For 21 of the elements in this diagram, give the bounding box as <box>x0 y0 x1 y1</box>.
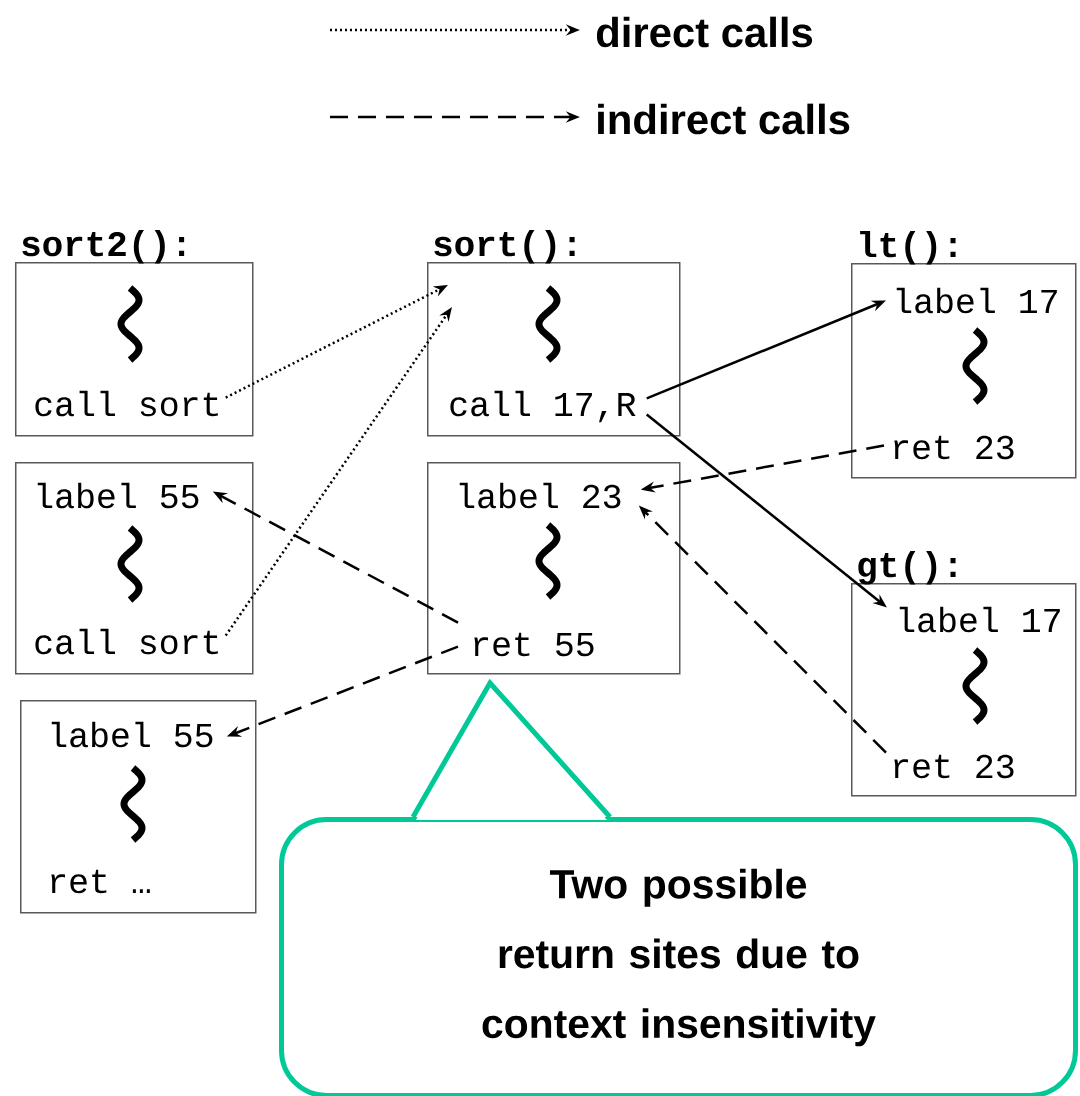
code-box <box>20 700 257 914</box>
function-heading: sort(): <box>434 230 575 264</box>
function-heading: lt(): <box>860 231 956 265</box>
code-line: call sort <box>35 390 218 417</box>
function-heading: gt(): <box>858 551 956 585</box>
code-line: ret … <box>51 869 150 894</box>
code-line: label 17 <box>896 287 1057 314</box>
code-line: ret 55 <box>474 632 594 657</box>
legend-text: indirect calls <box>598 103 850 135</box>
code-line: label 55 <box>51 721 213 748</box>
code-line: label 17 <box>899 606 1060 633</box>
code-line: ret 23 <box>894 754 1014 779</box>
function-heading: sort2(): <box>22 230 185 264</box>
code-box <box>15 462 254 675</box>
legend-text: direct calls <box>596 16 813 48</box>
code-box <box>427 462 681 675</box>
code-line: call 17,R <box>450 390 636 423</box>
code-line: label 55 <box>37 482 199 509</box>
code-line: ret 23 <box>894 435 1014 460</box>
code-line: call sort <box>35 628 218 655</box>
code-line: label 23 <box>459 482 621 509</box>
